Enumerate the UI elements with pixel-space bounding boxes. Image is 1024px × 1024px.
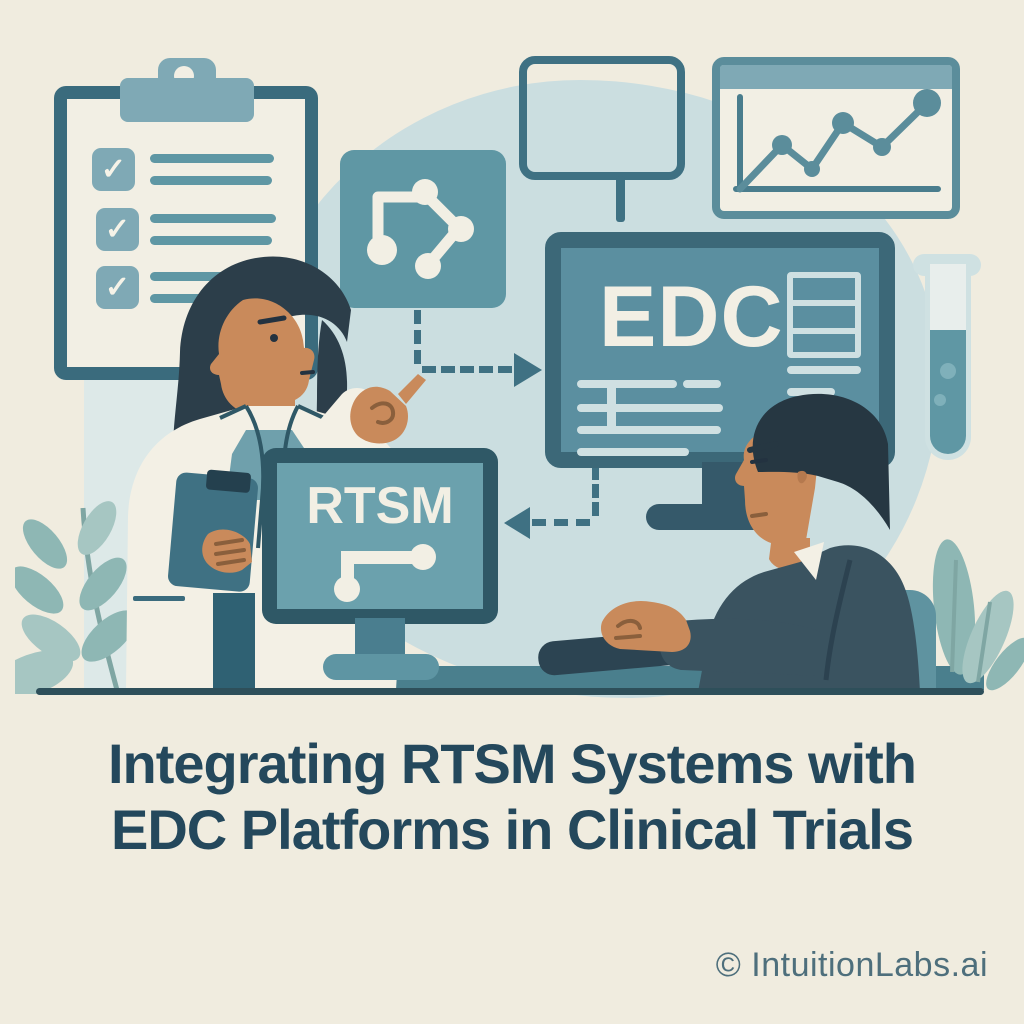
analyst-illustration	[600, 393, 920, 692]
screen-text-line	[577, 404, 723, 412]
form-icon	[787, 272, 861, 358]
flow-dash-vertical	[592, 466, 599, 516]
watermark: © IntuitionLabs.ai	[715, 946, 988, 984]
rtsm-monitor-base	[323, 654, 439, 680]
checklist-check-icon: ✓	[96, 208, 139, 251]
plant-icon	[932, 539, 1024, 691]
tube-bubble	[934, 394, 946, 406]
edc-label: EDC	[599, 269, 784, 365]
checklist-line	[150, 236, 272, 245]
flow-dash-horizontal	[532, 519, 590, 526]
line-chart-icon	[733, 89, 941, 193]
chart-window-header	[720, 65, 952, 89]
checklist-line	[150, 272, 244, 281]
woman-face	[209, 298, 315, 430]
rtsm-monitor-stand	[355, 618, 405, 658]
network-nodes-card	[340, 150, 506, 308]
check-glyph: ✓	[104, 271, 131, 304]
coat-pocket	[133, 596, 185, 601]
man-collar	[794, 542, 824, 580]
network-nodes-icon	[367, 179, 474, 279]
checklist-check-icon: ✓	[96, 266, 139, 309]
speech-bubble-tail	[616, 176, 625, 222]
screen-text-line	[577, 380, 677, 388]
title-line-2: EDC Platforms in Clinical Trials	[110, 797, 914, 861]
title-line-1: Integrating RTSM Systems with	[108, 732, 917, 795]
man-hair	[752, 393, 890, 530]
flow-dash-vertical	[414, 310, 421, 364]
screen-text-line	[577, 448, 689, 456]
typing-hand	[600, 600, 691, 652]
pointing-finger	[398, 374, 426, 404]
screen-text-line	[683, 380, 721, 388]
flow-dash-horizontal	[422, 366, 512, 373]
flow-arrow-left-icon	[504, 507, 530, 539]
checklist-line	[150, 294, 222, 303]
plant-icon	[15, 501, 137, 694]
checklist-check-icon: ✓	[92, 148, 135, 191]
form-row-divider	[793, 328, 855, 334]
tube-bubble	[940, 363, 956, 379]
screen-text-line	[787, 388, 835, 396]
form-row-divider	[793, 300, 855, 306]
page-title: Integrating RTSM Systems with EDC Platfo…	[0, 731, 1024, 862]
man-ear	[797, 470, 807, 484]
check-glyph: ✓	[100, 153, 127, 186]
handheld-tablet	[168, 469, 258, 592]
screen-text-line	[787, 366, 861, 374]
rtsm-label: RTSM	[306, 477, 454, 535]
flow-arrow-right-icon	[514, 353, 542, 387]
rtsm-monitor: RTSM	[262, 448, 498, 624]
speech-bubble-icon	[519, 56, 685, 180]
checklist-line	[150, 214, 276, 223]
pointing-hand	[350, 386, 408, 444]
screen-text-line	[577, 426, 721, 434]
floor-line	[36, 688, 984, 695]
man-sleeve	[659, 618, 822, 676]
check-glyph: ✓	[104, 213, 131, 246]
chart-window	[712, 57, 960, 219]
checklist-line	[150, 176, 272, 185]
clipboard-clip	[120, 78, 254, 122]
trousers	[213, 593, 255, 690]
checklist-line	[150, 154, 274, 163]
git-branch-icon	[334, 544, 436, 602]
test-tube-liquid	[930, 330, 966, 454]
